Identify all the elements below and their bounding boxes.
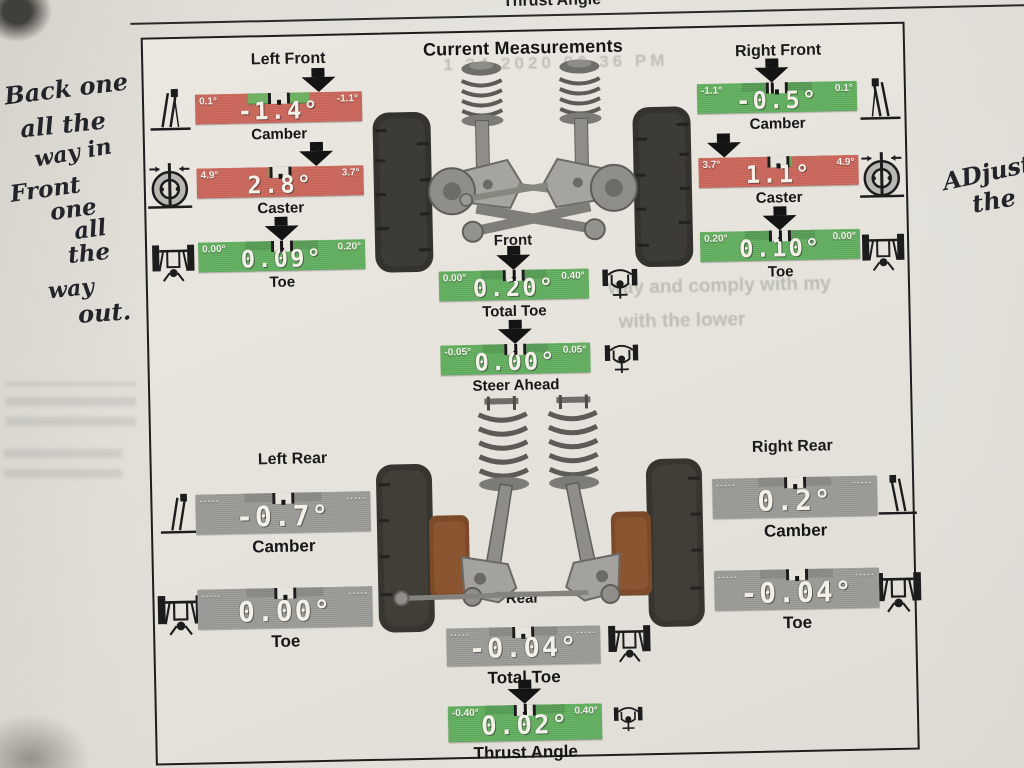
thrust-angle-gauge: -0.40° 0.40° 0.02° Thrust Angle bbox=[447, 678, 603, 768]
front-suspension-illustration bbox=[365, 54, 699, 275]
steer-ahead-gauge: -0.05° 0.05° 0.00° Steer Ahead bbox=[440, 318, 592, 413]
gauge-value: -0.7° bbox=[235, 498, 331, 534]
lr-camber-gauge: ····· ····· -0.7° Camber bbox=[195, 490, 372, 579]
down-arrow-icon bbox=[507, 679, 542, 715]
gauge-value: -1.4° bbox=[237, 95, 321, 126]
camber-icon bbox=[150, 88, 191, 131]
gauge-label: Caster bbox=[755, 188, 803, 207]
section-heading-left-front: Left Front bbox=[250, 49, 326, 69]
gauge-label: Toe bbox=[767, 263, 794, 281]
rear-camber-icon bbox=[160, 493, 200, 534]
previous-section-label: Thrust Angle bbox=[502, 0, 602, 11]
rr-camber-gauge: ····· ····· 0.2° Camber bbox=[712, 475, 879, 562]
gauge-value: -0.04° bbox=[468, 631, 579, 665]
gauge-label: Camber bbox=[252, 536, 316, 557]
current-measurements-box: Current Measurements 1 24 2020 06 36 PM … bbox=[140, 21, 923, 768]
gauge-label: Camber bbox=[251, 125, 308, 144]
gauge-value: 2.8° bbox=[247, 170, 314, 200]
down-arrow-icon bbox=[496, 245, 531, 282]
down-arrow-icon bbox=[754, 58, 789, 94]
gauge-label: Camber bbox=[749, 114, 806, 133]
bleedthrough-text-area bbox=[6, 382, 136, 426]
gauge-value: 0.2° bbox=[756, 483, 834, 518]
rf-toe-gauge: 0.20° 0.00° 0.10° Toe bbox=[699, 206, 861, 302]
camber-icon bbox=[860, 78, 901, 120]
bleedthrough-text: with the lower bbox=[618, 309, 746, 333]
caster-icon bbox=[860, 152, 905, 198]
gauge-label: Thrust Angle bbox=[473, 741, 578, 763]
down-arrow-icon bbox=[264, 216, 299, 252]
section-heading-right-rear: Right Rear bbox=[751, 437, 833, 456]
down-arrow-icon bbox=[301, 67, 336, 93]
down-arrow-icon bbox=[299, 141, 334, 167]
lf-toe-gauge: 0.00° 0.20° 0.09° Toe bbox=[197, 216, 367, 312]
photo-corner-shadow bbox=[0, 714, 90, 768]
gauge-label: Toe bbox=[782, 612, 813, 633]
gauge-value: -0.04° bbox=[740, 574, 854, 611]
rear-total-toe-vehicle-icon bbox=[606, 623, 653, 664]
gauge-label: Toe bbox=[269, 273, 296, 292]
gauge-label: Steer Ahead bbox=[472, 376, 560, 395]
caster-icon bbox=[148, 163, 193, 209]
section-heading-left-rear: Left Rear bbox=[257, 449, 328, 469]
rear-camber-icon bbox=[878, 474, 917, 515]
thrust-angle-vehicle-icon bbox=[612, 706, 644, 733]
lr-toe-gauge: ····· ····· 0.00° Toe bbox=[197, 585, 374, 674]
gauge-value: 0.00° bbox=[237, 593, 333, 629]
gauge-value: 1.1° bbox=[745, 159, 812, 190]
bleedthrough-text-area bbox=[4, 438, 122, 478]
gauge-label: Camber bbox=[763, 520, 828, 541]
photo-corner-shadow bbox=[0, 0, 52, 42]
gauge-label: Toe bbox=[271, 631, 301, 652]
down-arrow-icon bbox=[762, 206, 797, 242]
rear-suspension-illustration bbox=[372, 392, 707, 635]
rr-toe-gauge: ····· ····· -0.04° Toe bbox=[713, 567, 881, 654]
rear-toe-icon bbox=[873, 570, 923, 614]
down-arrow-icon bbox=[497, 319, 533, 356]
gauge-label: Caster bbox=[257, 199, 305, 218]
down-arrow-icon bbox=[706, 133, 741, 158]
